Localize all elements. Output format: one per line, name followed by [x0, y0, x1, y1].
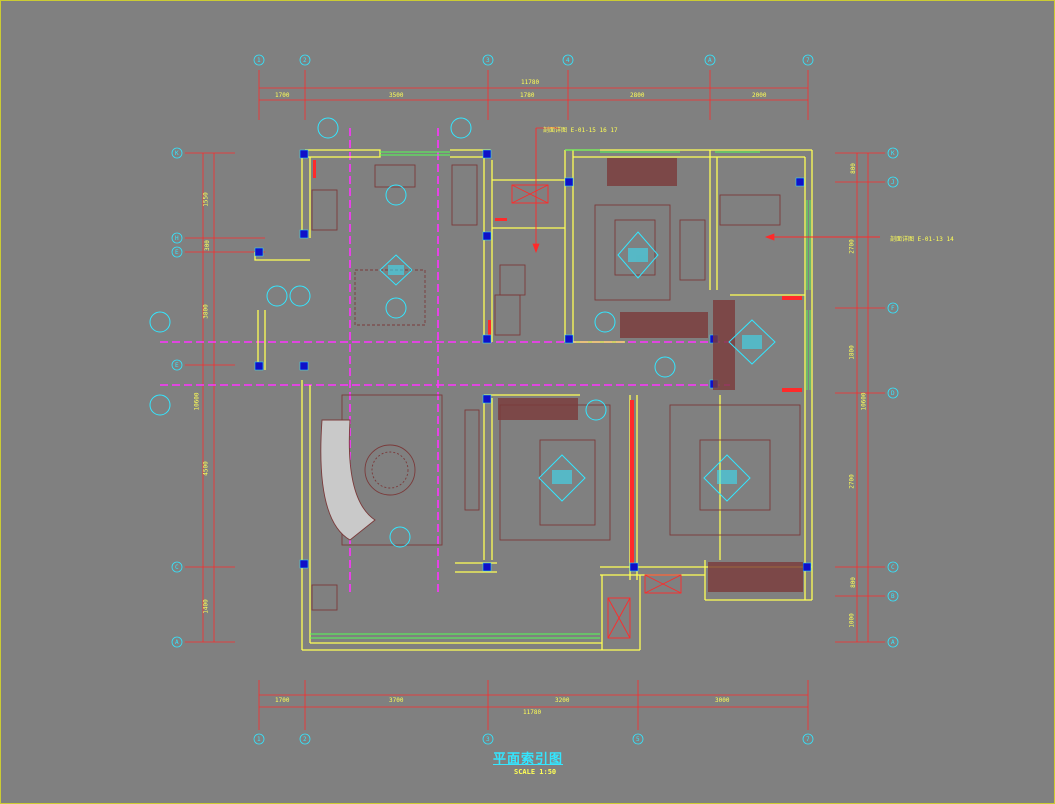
- axis-bottom-1: 1: [257, 736, 261, 743]
- axis-top-2: 2: [303, 57, 307, 64]
- index-symbols: [149, 117, 776, 548]
- dim-left-seg-4: 4500: [202, 461, 210, 476]
- dim-right-seg-6: 1000: [848, 613, 856, 628]
- axis-left-5: C: [175, 564, 179, 571]
- axis-right-3: F: [891, 305, 895, 312]
- dim-right-seg-5: 800: [849, 577, 857, 588]
- dim-right-total: 10600: [860, 392, 868, 411]
- axis-bottom-2: 2: [303, 736, 307, 743]
- dim-bottom-seg-3: 3200: [555, 697, 570, 704]
- dim-right-seg-1: 800: [849, 163, 857, 174]
- axis-right-1: K: [891, 150, 895, 157]
- axis-left-3: E: [175, 249, 179, 256]
- index-symbol-fills: [388, 248, 762, 484]
- axis-bottom-3: 3: [486, 736, 490, 743]
- dim-left-seg-1: 1550: [202, 192, 210, 207]
- drawing-scale: SCALE 1:50: [514, 768, 557, 776]
- dim-top-seg-2: 3500: [389, 92, 404, 99]
- dim-right-seg-4: 2700: [848, 474, 856, 489]
- dim-right-seg-3: 1800: [848, 345, 856, 360]
- dim-left-seg-5: 1400: [202, 599, 210, 614]
- wardrobes: [498, 158, 803, 592]
- furniture: [311, 164, 801, 611]
- leader-arrows: [532, 127, 775, 254]
- dim-bottom-total: 11780: [523, 709, 542, 716]
- dim-top-seg-4: 2800: [630, 92, 645, 99]
- note-section-right: 剖面详图 E-01-13 14: [890, 236, 954, 243]
- dim-top-total: 11780: [521, 79, 540, 86]
- axis-top-5: A: [708, 57, 712, 64]
- drawing-title: 平面索引图: [493, 752, 564, 767]
- note-section-top: 剖面详图 E-01-15 16 17: [543, 127, 618, 134]
- axis-grid: [185, 70, 885, 730]
- axis-right-6: B: [891, 593, 895, 600]
- dim-top-seg-1: 1700: [275, 92, 290, 99]
- axis-top-4: 4: [566, 57, 570, 64]
- axis-top-3: 3: [486, 57, 490, 64]
- windows: [310, 149, 811, 639]
- axis-right-5: C: [891, 564, 895, 571]
- dim-left-seg-2: 300: [203, 240, 211, 251]
- dim-left-total: 10600: [193, 392, 201, 411]
- dim-bottom-seg-4: 3000: [715, 697, 730, 704]
- axis-left-1: K: [175, 150, 179, 157]
- axis-bubbles: [171, 54, 899, 745]
- dim-top-seg-5: 2000: [752, 92, 767, 99]
- dim-bottom-seg-2: 3700: [389, 697, 404, 704]
- red-accents: [313, 160, 802, 568]
- dim-bottom-seg-1: 1700: [275, 697, 290, 704]
- dim-top-seg-3: 1780: [520, 92, 535, 99]
- dim-left-seg-3: 3800: [202, 304, 210, 319]
- axis-right-7: A: [891, 639, 895, 646]
- axis-right-4: D: [891, 390, 895, 397]
- section-markers: [511, 128, 880, 639]
- axis-left-2: H: [175, 235, 179, 242]
- axis-right-2: J: [891, 179, 895, 186]
- axis-left-4: E: [175, 362, 179, 369]
- axis-top-1: 1: [257, 57, 261, 64]
- axis-top-6: 7: [806, 57, 810, 64]
- axis-left-6: A: [175, 639, 179, 646]
- axis-bottom-5: 7: [806, 736, 810, 743]
- axis-bottom-4: 5: [636, 736, 640, 743]
- dim-right-seg-2: 2700: [848, 239, 856, 254]
